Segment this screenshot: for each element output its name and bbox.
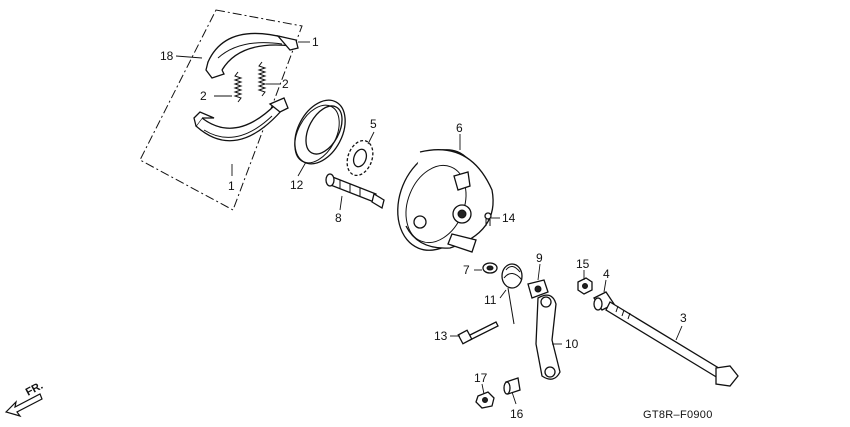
wear-indicator-plate	[527, 279, 549, 299]
dust-seal	[294, 99, 346, 165]
callout-12: 12	[290, 178, 304, 192]
callout-5: 5	[370, 117, 377, 131]
callouts: 1 1 2 2 3 4 5 6 7 8 9 10 11 12 13 14 15 …	[160, 35, 687, 421]
brake-shoe-upper	[205, 32, 299, 79]
washer	[482, 262, 498, 274]
callout-17: 17	[474, 371, 488, 385]
leader-lines	[175, 41, 683, 405]
brake-shoe-lower	[193, 97, 289, 142]
brake-panel	[397, 149, 494, 253]
callout-11: 11	[484, 293, 497, 307]
long-bolt	[457, 321, 499, 345]
callout-4: 4	[603, 267, 610, 281]
small-bolt	[484, 212, 492, 226]
callout-3: 3	[680, 311, 687, 325]
front-axle	[605, 301, 739, 387]
callout-2-right: 2	[282, 77, 289, 91]
callout-1-upper: 1	[312, 35, 319, 49]
callout-16: 16	[510, 407, 524, 421]
brake-shoe-set-box	[139, 9, 303, 211]
brake-arm	[535, 294, 561, 380]
brake-cam-shaft	[325, 173, 385, 210]
arm-nut	[475, 391, 495, 409]
drive-gear	[346, 139, 374, 177]
shoe-spring-left	[233, 71, 243, 103]
callout-10: 10	[565, 337, 579, 351]
diagram-code: GT8R–F0900	[643, 409, 713, 421]
callout-9: 9	[536, 251, 543, 265]
front-direction-arrow-icon: FR.	[4, 380, 45, 418]
callout-15: 15	[576, 257, 590, 271]
callout-13: 13	[434, 329, 448, 343]
callout-2-left: 2	[200, 89, 207, 103]
return-spring	[501, 263, 523, 325]
callout-7: 7	[463, 263, 470, 277]
joint-collar	[503, 377, 521, 395]
callout-1-lower: 1	[228, 179, 235, 193]
callout-18: 18	[160, 49, 174, 63]
shoe-spring-right	[257, 61, 267, 97]
callout-6: 6	[456, 121, 463, 135]
callout-14: 14	[502, 211, 516, 225]
axle-nut	[577, 277, 593, 295]
direction-label: FR.	[24, 380, 45, 399]
callout-8: 8	[335, 211, 342, 225]
